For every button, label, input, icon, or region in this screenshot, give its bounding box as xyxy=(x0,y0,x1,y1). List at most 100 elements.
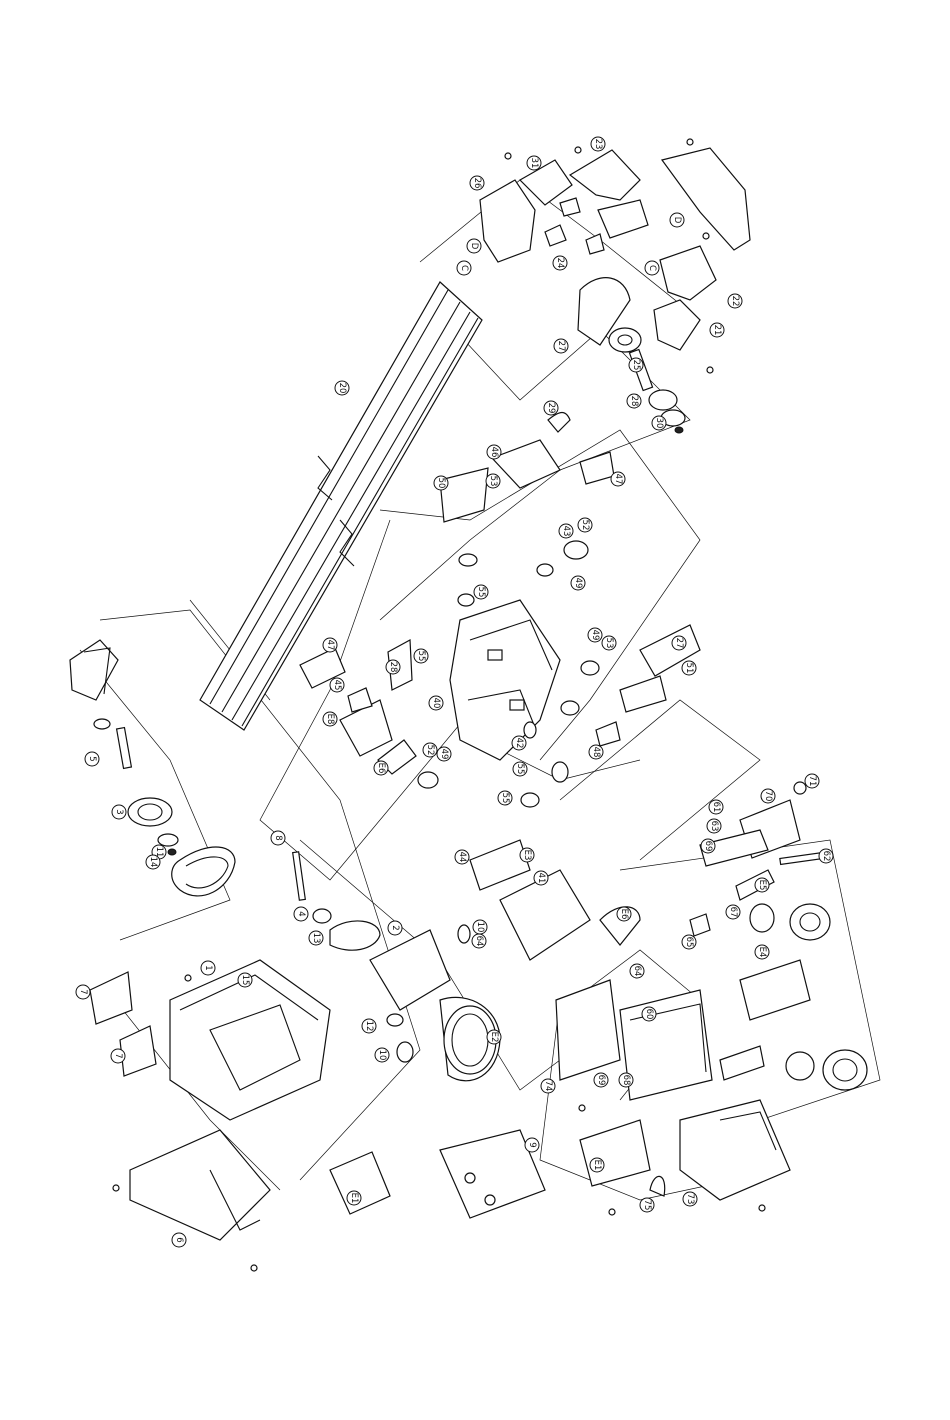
part-callout: 49 xyxy=(588,628,602,642)
callout-label: 65 xyxy=(684,937,694,948)
callout-label: E8 xyxy=(325,714,335,725)
callout-label: 10 xyxy=(475,922,485,933)
part-callout: 55 xyxy=(513,762,527,776)
part-callout: 28 xyxy=(386,660,400,674)
callout-label: 15 xyxy=(240,975,250,986)
part-callout: 75 xyxy=(640,1198,654,1212)
callout-label: 14 xyxy=(148,857,158,868)
part-callout: 31 xyxy=(527,156,541,170)
part-callout: 69 xyxy=(594,1073,608,1087)
part-callout: 25 xyxy=(629,358,643,372)
callout-label: 49 xyxy=(590,630,600,641)
callout-label: 55 xyxy=(476,587,486,598)
part-callout: 4 xyxy=(294,907,308,921)
callout-label: 31 xyxy=(529,158,539,169)
callout-label: 73 xyxy=(685,1194,695,1205)
part-callout: 24 xyxy=(553,256,567,270)
part-callout: 62 xyxy=(819,849,833,863)
part-callout: 8 xyxy=(271,831,285,845)
part-callout: E1 xyxy=(347,1191,361,1205)
part-callout: 20 xyxy=(335,381,349,395)
part-callout: 70 xyxy=(761,789,775,803)
part-callout: 2 xyxy=(388,921,402,935)
part-callout: 73 xyxy=(683,1192,697,1206)
part-callout: 51 xyxy=(682,661,696,675)
part-callout: 10 xyxy=(375,1048,389,1062)
part-callout: 27 xyxy=(672,636,686,650)
part-callout: 55 xyxy=(498,791,512,805)
callout-label: 30 xyxy=(654,418,664,429)
part-callout: 61 xyxy=(709,800,723,814)
part-callout: E4 xyxy=(755,945,769,959)
part-callout: 60 xyxy=(642,1007,656,1021)
callout-label: 62 xyxy=(821,851,831,862)
callout-label: 2 xyxy=(390,925,400,930)
part-callout: E3 xyxy=(520,848,534,862)
callout-label: 64 xyxy=(474,936,484,947)
part-callout: 48 xyxy=(589,745,603,759)
part-callout: 5 xyxy=(85,752,99,766)
part-callout: 7 xyxy=(111,1049,125,1063)
callout-label: 12 xyxy=(364,1021,374,1032)
callout-label: E2 xyxy=(489,1032,499,1043)
part-callout: 28 xyxy=(627,394,641,408)
callout-label: 25 xyxy=(631,360,641,371)
callout-label: 45 xyxy=(332,680,342,691)
part-callout: 47 xyxy=(611,472,625,486)
callout-label: 52 xyxy=(580,520,590,531)
part-callout: 43 xyxy=(559,524,573,538)
callout-label: 8 xyxy=(273,835,283,840)
part-callout: 6 xyxy=(172,1233,186,1247)
callout-label: 43 xyxy=(561,526,571,537)
part-callout: 49 xyxy=(437,747,451,761)
part-callout: 12 xyxy=(362,1019,376,1033)
part-callout: 26 xyxy=(470,176,484,190)
drive-motor-assembly xyxy=(90,852,545,1271)
part-callout: E6 xyxy=(374,761,388,775)
callout-label: 9 xyxy=(527,1142,537,1147)
part-callout: 65 xyxy=(682,935,696,949)
callout-label: 53 xyxy=(604,638,614,649)
callout-label: 71 xyxy=(807,776,817,787)
callout-label: 51 xyxy=(684,663,694,674)
callout-label: 75 xyxy=(642,1200,652,1211)
part-callout: 30 xyxy=(652,416,666,430)
part-callout: C xyxy=(645,261,659,275)
callout-label: 24 xyxy=(555,258,565,269)
part-callout: 7 xyxy=(76,985,90,999)
callout-label: 74 xyxy=(543,1081,553,1092)
callout-label: 47 xyxy=(613,474,623,485)
callout-label: 60 xyxy=(644,1009,654,1020)
callout-label: D xyxy=(469,243,479,250)
callout-label: 70 xyxy=(763,791,773,802)
callout-label: 1 xyxy=(203,965,213,970)
part-callout: 9 xyxy=(525,1138,539,1152)
part-callout: 3 xyxy=(112,805,126,819)
callout-label: 28 xyxy=(629,396,639,407)
part-callout: E6 xyxy=(617,907,631,921)
part-callout: 44 xyxy=(455,850,469,864)
part-callout: 41 xyxy=(534,871,548,885)
callout-label: 7 xyxy=(78,989,88,994)
part-callout: 14 xyxy=(146,855,160,869)
callout-label: 55 xyxy=(515,764,525,775)
callout-label: E1 xyxy=(592,1160,602,1171)
part-callout: 29 xyxy=(544,401,558,415)
part-callout: E5 xyxy=(755,878,769,892)
part-callout: 71 xyxy=(805,774,819,788)
callout-label: 27 xyxy=(556,341,566,352)
part-callout: 27 xyxy=(554,339,568,353)
callout-label: 49 xyxy=(439,749,449,760)
part-callout: 52 xyxy=(578,518,592,532)
callout-label: 68 xyxy=(621,1075,631,1086)
callout-label: 13 xyxy=(311,933,321,944)
callout-label: E6 xyxy=(619,909,629,920)
callout-label: 29 xyxy=(546,403,556,414)
part-callout: 55 xyxy=(414,649,428,663)
part-callout: 22 xyxy=(728,294,742,308)
part-callout: 10 xyxy=(473,920,487,934)
callout-label: 61 xyxy=(711,802,721,813)
part-callout: E1 xyxy=(590,1158,604,1172)
callout-label: 4 xyxy=(296,911,306,916)
